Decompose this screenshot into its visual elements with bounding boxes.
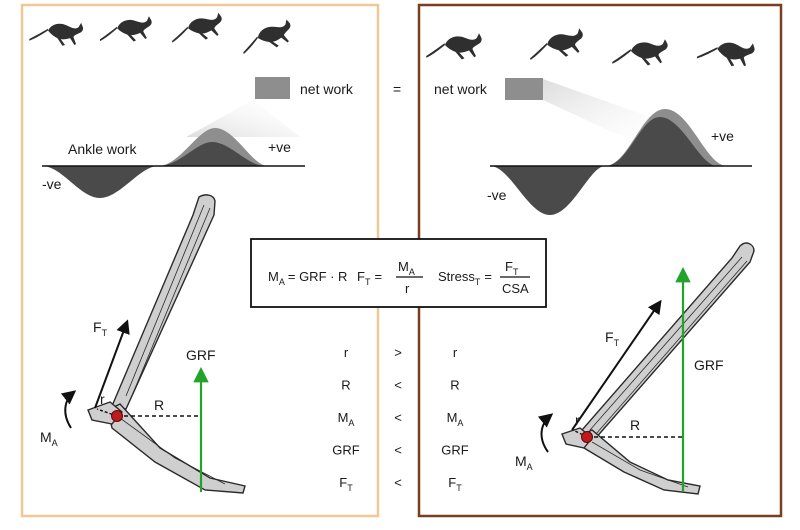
- tendon-force-numerator: MA: [398, 259, 415, 277]
- moment-equation: MA= GRF · R: [268, 269, 347, 287]
- comparison-right-value: FT: [448, 475, 462, 493]
- left-positive-label: +ve: [268, 139, 291, 155]
- left-ft-label: FT: [93, 319, 108, 338]
- right-net-work-box: [505, 78, 543, 100]
- comparison-operator: <: [394, 443, 402, 458]
- comparison-left-value: MA: [338, 410, 355, 428]
- kangaroo-silhouette-icon: [97, 15, 155, 47]
- tendon-force-denominator: r: [405, 281, 410, 296]
- left-tibia: [111, 194, 216, 410]
- stress-numerator: FT: [505, 259, 519, 277]
- comparison-left-value: R: [341, 378, 350, 393]
- right-r-label: r: [575, 412, 580, 428]
- left-net-work-label: net work: [300, 81, 354, 97]
- comparison-table: r > rR < R MA < MA GRF < GRF FT < FT: [332, 345, 469, 493]
- right-ft-arrow: [571, 299, 662, 431]
- right-positive-label: +ve: [711, 128, 734, 144]
- left-r-line: [96, 408, 118, 417]
- left-R-label: R: [154, 397, 164, 413]
- kangaroo-silhouette-icon: [526, 27, 588, 66]
- left-net-work-box: [255, 77, 290, 99]
- right-net-work-label: net work: [434, 81, 488, 97]
- comparison-right-value: r: [453, 345, 458, 360]
- left-negative-label: -ve: [42, 176, 62, 192]
- right-R-label: R: [630, 417, 640, 433]
- right-negative-label: -ve: [487, 187, 507, 203]
- comparison-left-value: FT: [339, 475, 353, 493]
- kangaroo-silhouette-icon: [168, 12, 226, 48]
- kangaroo-silhouette-icon: [424, 33, 484, 64]
- right-ma-label: MA: [515, 453, 533, 472]
- left-negative-lobe: [42, 166, 158, 198]
- right-grf-label: GRF: [694, 357, 724, 373]
- comparison-right-value: MA: [447, 410, 464, 428]
- right-leg-bones: [561, 242, 755, 495]
- equals-sign: =: [393, 81, 401, 97]
- stress-lhs: StressT=: [438, 269, 492, 287]
- right-positive-lobe: [605, 117, 717, 166]
- left-ft-arrow: [94, 319, 130, 409]
- comparison-right-value: GRF: [441, 443, 469, 458]
- left-positive-lobe: [158, 142, 265, 166]
- kangaroo-silhouette-icon: [610, 39, 670, 70]
- right-ma-arrow: [537, 413, 554, 453]
- left-grf-label: GRF: [186, 347, 216, 363]
- comparison-operator: <: [394, 378, 402, 393]
- tendon-force-lhs: FT=: [357, 269, 382, 287]
- right-ft-label: FT: [605, 329, 620, 348]
- comparison-operator: >: [394, 345, 402, 360]
- equation-box: MA= GRF · R FT= MA r StressT= FT CSA: [250, 238, 547, 308]
- comparison-operator: <: [394, 410, 402, 425]
- kangaroo-silhouette-icon: [696, 39, 755, 68]
- left-ankle-work-label: Ankle work: [68, 141, 137, 157]
- left-r-label: r: [100, 391, 105, 407]
- right-kangaroo-silhouettes: [424, 27, 755, 70]
- left-ankle-work-graph: [42, 77, 305, 198]
- left-ma-arrow: [60, 390, 77, 429]
- stress-denominator: CSA: [502, 281, 529, 296]
- left-foot: [107, 403, 246, 494]
- right-negative-lobe: [490, 166, 605, 215]
- left-kangaroo-silhouettes: [29, 12, 297, 59]
- right-ankle-work-graph: [490, 78, 752, 215]
- left-ankle-joint: [111, 410, 123, 422]
- comparison-left-value: r: [344, 345, 349, 360]
- kangaroo-silhouette-icon: [29, 22, 84, 46]
- comparison-operator: <: [394, 475, 402, 490]
- left-leg-bones: [87, 194, 246, 494]
- right-ankle-joint: [581, 431, 593, 443]
- kangaroo-silhouette-icon: [237, 18, 297, 59]
- comparison-right-value: R: [450, 378, 459, 393]
- comparison-left-value: GRF: [332, 443, 360, 458]
- right-foot: [579, 429, 701, 495]
- left-ma-label: MA: [40, 429, 58, 448]
